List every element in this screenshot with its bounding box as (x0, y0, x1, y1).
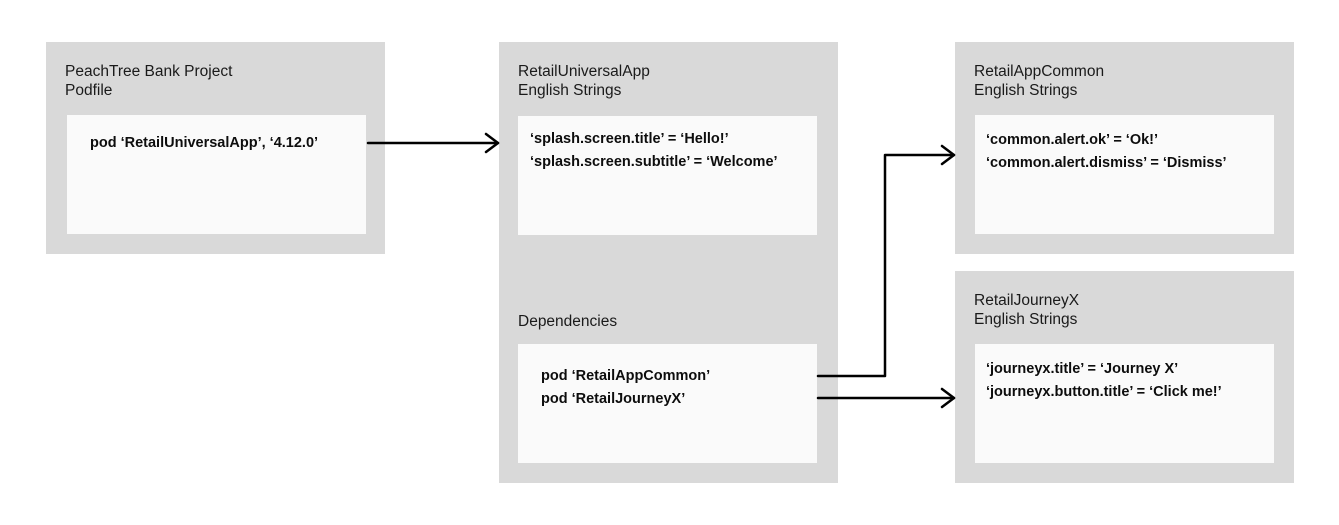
journey-title-line2: English Strings (974, 311, 1078, 328)
universal-app-panel: RetailUniversalApp English Strings ‘spla… (499, 42, 838, 483)
common-title-line1: RetailAppCommon (974, 63, 1105, 80)
dependencies-list: pod ‘RetailAppCommon’ pod ‘RetailJourney… (541, 365, 710, 411)
string-entry: ‘splash.screen.title’ = ‘Hello!’ (530, 131, 729, 147)
common-title-line2: English Strings (974, 82, 1078, 99)
string-entry: ‘common.alert.ok’ = ‘Ok!’ (986, 132, 1159, 148)
podfile-title-line1: PeachTree Bank Project (65, 63, 233, 80)
podfile-card-content: pod ‘RetailUniversalApp’, ‘4.12.0’ (90, 132, 318, 155)
universal-strings-list: ‘splash.screen.title’ = ‘Hello!’ ‘splash… (530, 128, 778, 174)
universal-title-line1: RetailUniversalApp (518, 63, 650, 80)
universal-strings-card: ‘splash.screen.title’ = ‘Hello!’ ‘splash… (518, 116, 817, 235)
string-entry: ‘common.alert.dismiss’ = ‘Dismiss’ (986, 155, 1227, 171)
string-entry: ‘journeyx.title’ = ‘Journey X’ (986, 361, 1179, 377)
podfile-panel: PeachTree Bank Project Podfile pod ‘Reta… (46, 42, 385, 254)
podfile-panel-title: PeachTree Bank Project Podfile (65, 62, 232, 100)
universal-app-panel-title: RetailUniversalApp English Strings (518, 62, 650, 100)
journey-x-panel-title: RetailJourneyX English Strings (974, 291, 1079, 329)
dependencies-card: pod ‘RetailAppCommon’ pod ‘RetailJourney… (518, 344, 817, 463)
app-common-panel-title: RetailAppCommon English Strings (974, 62, 1104, 100)
journey-title-line1: RetailJourneyX (974, 292, 1080, 309)
podfile-title-line2: Podfile (65, 82, 113, 99)
arrow-dependency-to-common (816, 153, 956, 378)
string-entry: ‘splash.screen.subtitle’ = ‘Welcome’ (530, 154, 778, 170)
journey-strings-list: ‘journeyx.title’ = ‘Journey X’ ‘journeyx… (986, 358, 1222, 404)
dependency-entry: pod ‘RetailAppCommon’ (541, 368, 711, 384)
arrowhead-dependency-to-journey (940, 387, 956, 409)
dependency-entry: pod ‘RetailJourneyX’ (541, 391, 686, 407)
pod-line: pod ‘RetailUniversalApp’, ‘4.12.0’ (90, 135, 319, 151)
arrowhead-dependency-to-common (940, 144, 956, 166)
journey-strings-card: ‘journeyx.title’ = ‘Journey X’ ‘journeyx… (975, 344, 1274, 463)
arrowhead-podfile-to-universal (484, 132, 500, 154)
common-strings-list: ‘common.alert.ok’ = ‘Ok!’ ‘common.alert.… (986, 129, 1227, 175)
universal-title-line2: English Strings (518, 82, 622, 99)
podfile-card: pod ‘RetailUniversalApp’, ‘4.12.0’ (67, 115, 366, 234)
dependencies-label: Dependencies (518, 313, 618, 330)
app-common-panel: RetailAppCommon English Strings ‘common.… (955, 42, 1294, 254)
journey-x-panel: RetailJourneyX English Strings ‘journeyx… (955, 271, 1294, 483)
string-entry: ‘journeyx.button.title’ = ‘Click me!’ (986, 384, 1222, 400)
common-strings-card: ‘common.alert.ok’ = ‘Ok!’ ‘common.alert.… (975, 115, 1274, 234)
